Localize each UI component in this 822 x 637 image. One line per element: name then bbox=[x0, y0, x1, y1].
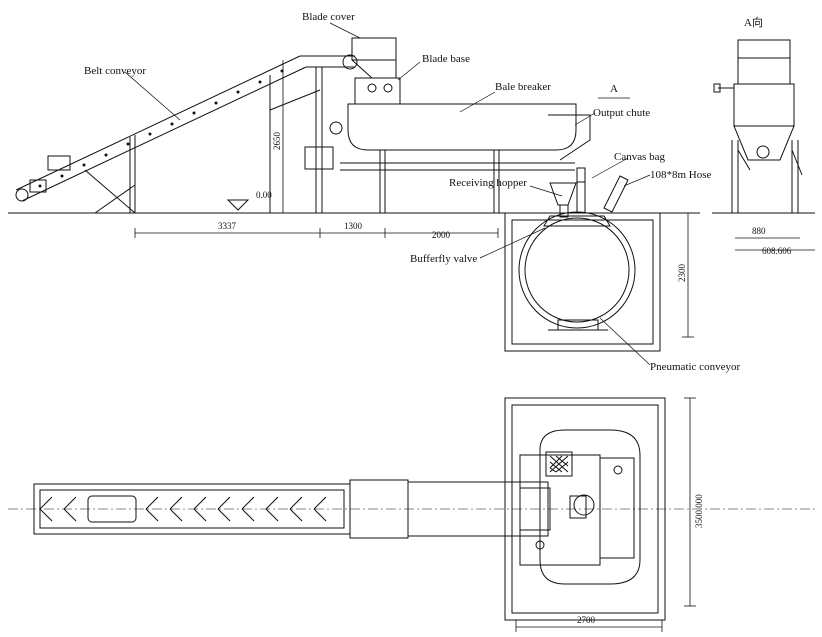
view-a-arrow-label: A bbox=[610, 83, 618, 95]
plan-belt-conveyor bbox=[33, 479, 551, 539]
side-view bbox=[712, 39, 815, 251]
plan-pit bbox=[504, 397, 666, 621]
dim-3500: 3500.000 bbox=[694, 494, 704, 528]
pneumatic-conveyor-label: Pneumatic conveyor bbox=[650, 361, 740, 373]
plan-pneumatic-conveyor bbox=[519, 429, 641, 585]
dim-2300: 2300 bbox=[677, 264, 687, 283]
output-chute-label: Output chute bbox=[593, 107, 650, 119]
hose-label: 108*8m Hose bbox=[650, 169, 712, 181]
dim-880: 880 bbox=[752, 226, 766, 236]
blade-base-label: Blade base bbox=[422, 53, 470, 65]
view-a-title: A向 bbox=[744, 15, 763, 29]
bale-breaker-label: Bale breaker bbox=[495, 81, 551, 93]
dim-1300: 1300 bbox=[344, 221, 363, 231]
butterfly-valve-label: Bufferfly valve bbox=[410, 253, 477, 265]
canvas-bag-label: Canvas bag bbox=[614, 151, 666, 163]
belt-conveyor-label: Belt conveyor bbox=[84, 65, 146, 77]
dim-608: 608.606 bbox=[762, 246, 792, 256]
pit bbox=[504, 212, 661, 352]
pneumatic-conveyor bbox=[518, 211, 636, 331]
blade-cover bbox=[351, 37, 397, 79]
dim-2700: 2700 bbox=[577, 615, 596, 625]
belt-conveyor bbox=[15, 54, 358, 214]
bale-breaker bbox=[304, 103, 577, 213]
receiving-hopper bbox=[549, 182, 577, 218]
dim-2000: 2000 bbox=[432, 230, 451, 240]
dim-3337: 3337 bbox=[218, 221, 237, 231]
receiving-hopper-label: Receiving hopper bbox=[449, 177, 527, 189]
blade-cover-label: Blade cover bbox=[302, 11, 355, 23]
output-chute bbox=[548, 114, 591, 161]
canvas-bag bbox=[576, 167, 586, 213]
dim-level-000: 0.00 bbox=[256, 190, 272, 200]
hose bbox=[603, 175, 629, 213]
dim-2650: 2650 bbox=[272, 132, 282, 151]
blade-base bbox=[354, 77, 401, 105]
